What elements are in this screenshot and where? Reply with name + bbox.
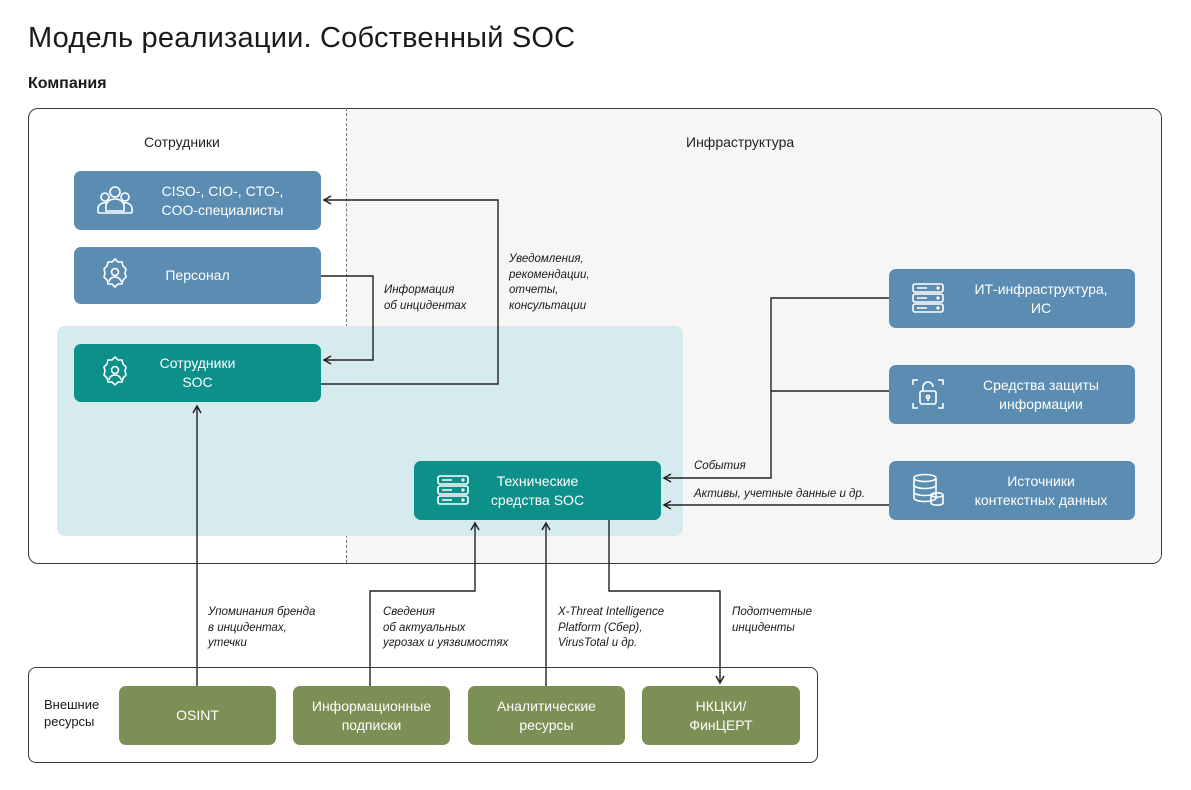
soc-tech-box: Технические средства SOC <box>414 461 661 520</box>
external-resources-label: Внешние ресурсы <box>44 697 100 729</box>
ciso-box: CISO-, CIO-, CTO-, COO-специалисты <box>74 171 321 230</box>
server-icon <box>434 471 472 509</box>
ciso-label: CISO-, CIO-, CTO-, COO-специалисты <box>161 182 284 218</box>
lock-icon <box>909 375 947 413</box>
employees-section-label: Сотрудники <box>144 134 220 150</box>
company-label: Компания <box>28 75 107 92</box>
soc-staff-label: Сотрудники SOC <box>159 355 236 390</box>
soc-tech-label: Технические средства SOC <box>490 472 585 508</box>
it-infra-box: ИТ-инфраструктура, ИС <box>889 269 1135 328</box>
line-subs-to-tech <box>369 521 480 686</box>
note-incident-info: Информация об инцидентах <box>384 284 467 312</box>
subscriptions-box: Информационные подписки <box>293 686 450 745</box>
infrastructure-section-label: Инфраструктура <box>686 134 795 150</box>
page-title: Модель реализации. Собственный SOC <box>28 22 576 54</box>
note-events: События <box>694 460 746 472</box>
note-brand-mentions: Упоминания бренда в инцидентах, утечки <box>208 606 316 649</box>
line-tech-to-nkcki <box>608 520 725 685</box>
security-tools-box: Средства защиты информации <box>889 365 1135 424</box>
external-resources-frame <box>28 667 818 763</box>
note-threat-platform: X-Threat Intelligence Platform (Сбер), V… <box>558 606 665 649</box>
note-assets: Активы, учетные данные и др. <box>694 488 865 500</box>
note-reportable: Подотчетные инциденты <box>732 606 813 634</box>
line-personnel-to-soc <box>321 275 374 365</box>
nkcki-box: НКЦКИ/ ФинЦЕРТ <box>642 686 800 745</box>
nkcki-label: НКЦКИ/ ФинЦЕРТ <box>689 697 753 733</box>
server-icon <box>909 279 947 317</box>
context-sources-label: Источники контекстных данных <box>974 472 1108 508</box>
analytics-box: Аналитические ресурсы <box>468 686 625 745</box>
context-sources-box: Источники контекстных данных <box>889 461 1135 520</box>
personnel-label: Персонал <box>165 267 230 283</box>
person-gear-icon <box>96 354 134 392</box>
osint-label: OSINT <box>176 707 219 723</box>
osint-box: OSINT <box>119 686 276 745</box>
security-tools-label: Средства защиты информации <box>983 376 1099 412</box>
people-group-icon <box>96 181 134 219</box>
line-infra-events <box>662 297 889 483</box>
note-threat-info: Сведения об актуальных угрозах и уязвимо… <box>383 606 509 649</box>
person-gear-icon <box>96 256 134 294</box>
subscriptions-label: Информационные подписки <box>311 697 432 733</box>
database-icon <box>909 471 947 509</box>
note-notifications: Уведомления, рекомендации, отчеты, консу… <box>509 253 590 312</box>
personnel-box: Персонал <box>74 247 321 304</box>
line-soc-to-ciso <box>321 195 499 385</box>
soc-staff-box: Сотрудники SOC <box>74 344 321 402</box>
analytics-label: Аналитические ресурсы <box>497 697 596 733</box>
it-infra-label: ИТ-инфраструктура, ИС <box>974 280 1108 316</box>
